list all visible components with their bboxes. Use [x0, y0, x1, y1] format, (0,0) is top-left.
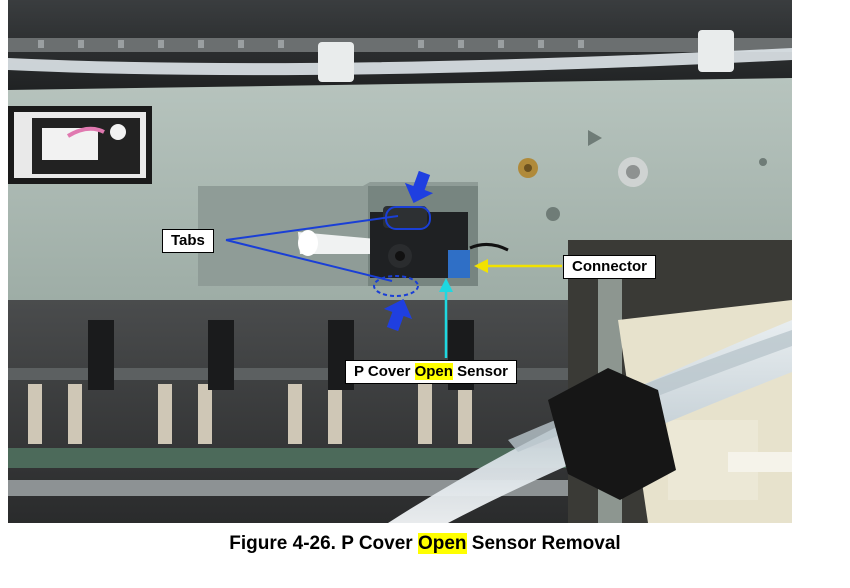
sensor-arrowhead — [439, 278, 453, 292]
tabs-callout: Tabs — [162, 229, 214, 253]
caption-highlight: Open — [417, 533, 467, 554]
printer-photo — [8, 0, 792, 523]
sensor-label-highlight: Open — [414, 363, 453, 380]
tabs-leader-upper — [225, 215, 399, 241]
figure-caption: Figure 4-26. P Cover Open Sensor Removal — [0, 533, 850, 555]
connector-label: Connector — [572, 258, 647, 275]
connector-arrowhead — [474, 259, 488, 273]
sensor-callout: P Cover Open Sensor — [345, 360, 517, 384]
tabs-label: Tabs — [171, 232, 205, 249]
sensor-label-suffix: Sensor — [452, 363, 508, 380]
caption-suffix: Sensor Removal — [466, 533, 621, 554]
up-arrow-icon — [383, 298, 413, 332]
down-arrow-icon — [404, 170, 434, 204]
sensor-label-prefix: P Cover — [354, 363, 415, 380]
tabs-leader-lower — [225, 239, 393, 282]
upper-tab-marker — [385, 206, 431, 230]
connector-callout: Connector — [563, 255, 656, 279]
caption-prefix: Figure 4-26. P Cover — [229, 533, 418, 554]
lower-tab-marker — [373, 275, 419, 297]
